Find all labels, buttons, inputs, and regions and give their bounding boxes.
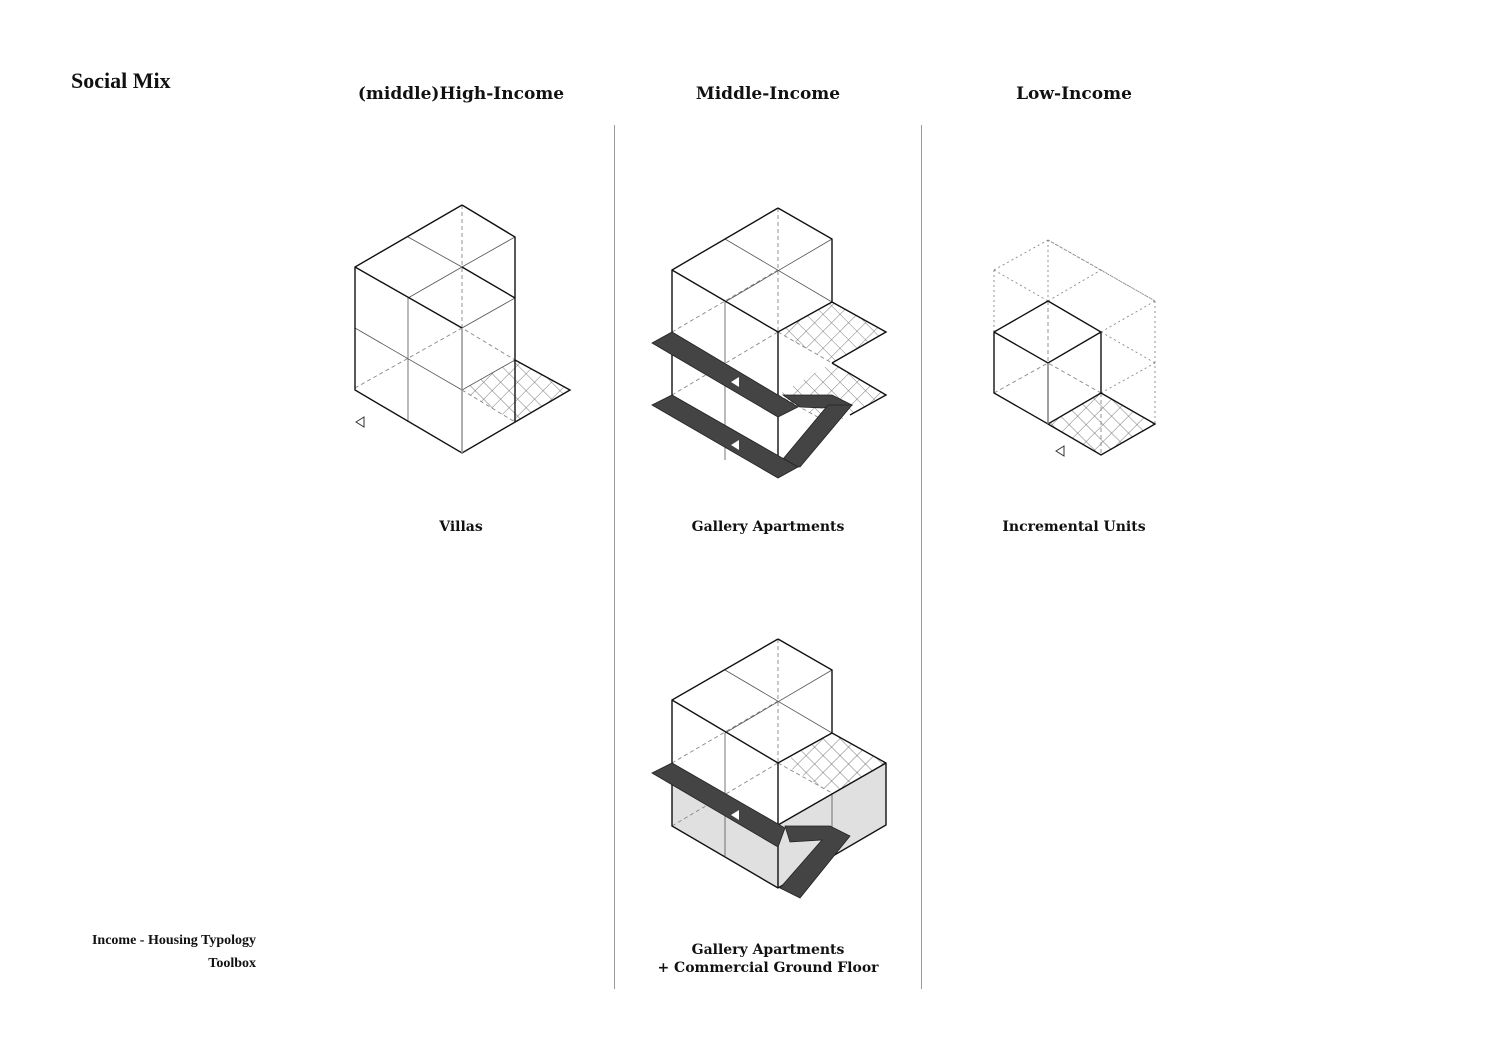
gallery-walkway	[651, 762, 786, 848]
entrance-triangle-icon	[731, 440, 739, 450]
gallery-walkway-upper	[651, 331, 799, 418]
footer-caption-line1: Income - Housing Typology	[91, 933, 256, 948]
gallery-apartments-diagram	[651, 207, 888, 479]
footer-caption-line2: Toolbox	[208, 956, 256, 971]
typology-label-villas: Villas	[439, 519, 483, 535]
gallery-walkway-lower	[651, 394, 799, 479]
entrance-triangle-icon	[731, 377, 739, 387]
typology-label-incremental-units: Incremental Units	[1002, 519, 1146, 535]
column-divider	[614, 125, 615, 989]
column-title-high-income: (middle)High-Income	[357, 84, 565, 104]
gallery-stair	[779, 825, 851, 899]
entrance-triangle-icon	[731, 810, 739, 820]
column-title-low-income: Low-Income	[1016, 84, 1132, 104]
entrance-triangle-icon	[355, 416, 365, 428]
gallery-commercial-diagram	[651, 638, 887, 899]
typology-label-gallery-apartments: Gallery Apartments	[691, 519, 845, 535]
villa-diagram	[354, 204, 572, 454]
page-title: Social Mix	[71, 68, 171, 93]
entrance-triangle-icon	[1055, 445, 1065, 457]
typology-label-gallery-commercial-line2: + Commercial Ground Floor	[657, 960, 879, 976]
column-title-middle-income: Middle-Income	[695, 84, 841, 104]
incremental-units-diagram	[993, 239, 1157, 457]
column-divider	[921, 125, 922, 989]
terrace-hatch	[462, 360, 570, 422]
typology-label-gallery-commercial-line1: Gallery Apartments	[691, 942, 845, 958]
